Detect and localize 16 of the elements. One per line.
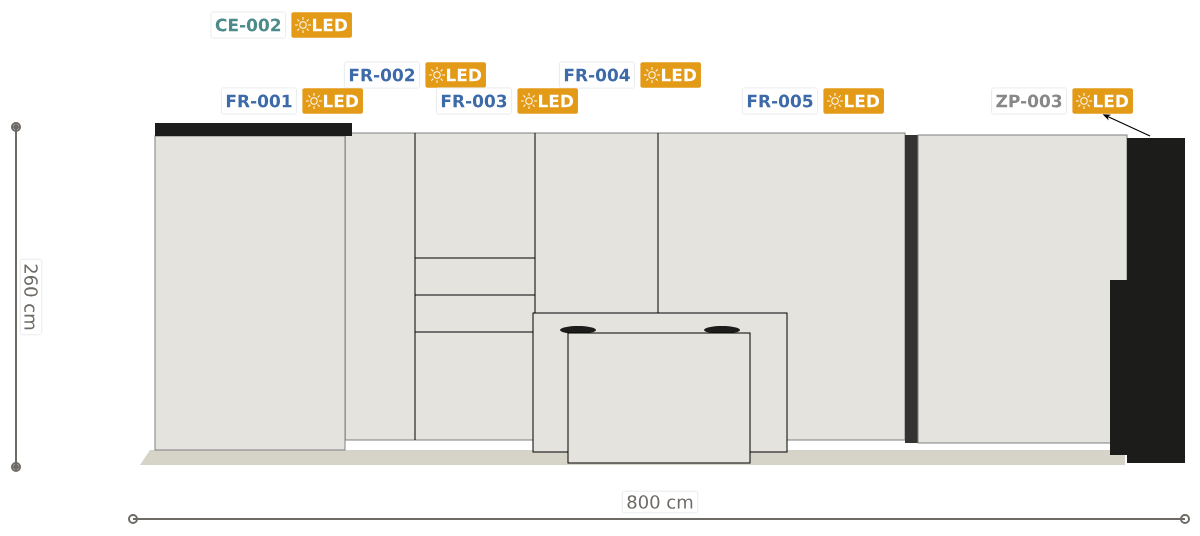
led-badge: LED [1072, 88, 1133, 114]
code-label: FR-004 [558, 61, 635, 89]
dimension-label: 260 cm [19, 258, 43, 336]
led-badge: LED [291, 12, 352, 38]
code-label: CE-002 [210, 11, 286, 39]
code-label: FR-002 [343, 61, 420, 89]
code-label: ZP-003 [991, 87, 1067, 115]
led-badge: LED [823, 88, 884, 114]
dimension-label: 800 cm [621, 490, 699, 514]
led-badge: LED [425, 62, 486, 88]
code-label: FR-001 [220, 87, 297, 115]
led-badge: LED [302, 88, 363, 114]
led-badge: LED [640, 62, 701, 88]
code-label: FR-005 [741, 87, 818, 115]
led-badge: LED [517, 88, 578, 114]
code-label: FR-003 [435, 87, 512, 115]
